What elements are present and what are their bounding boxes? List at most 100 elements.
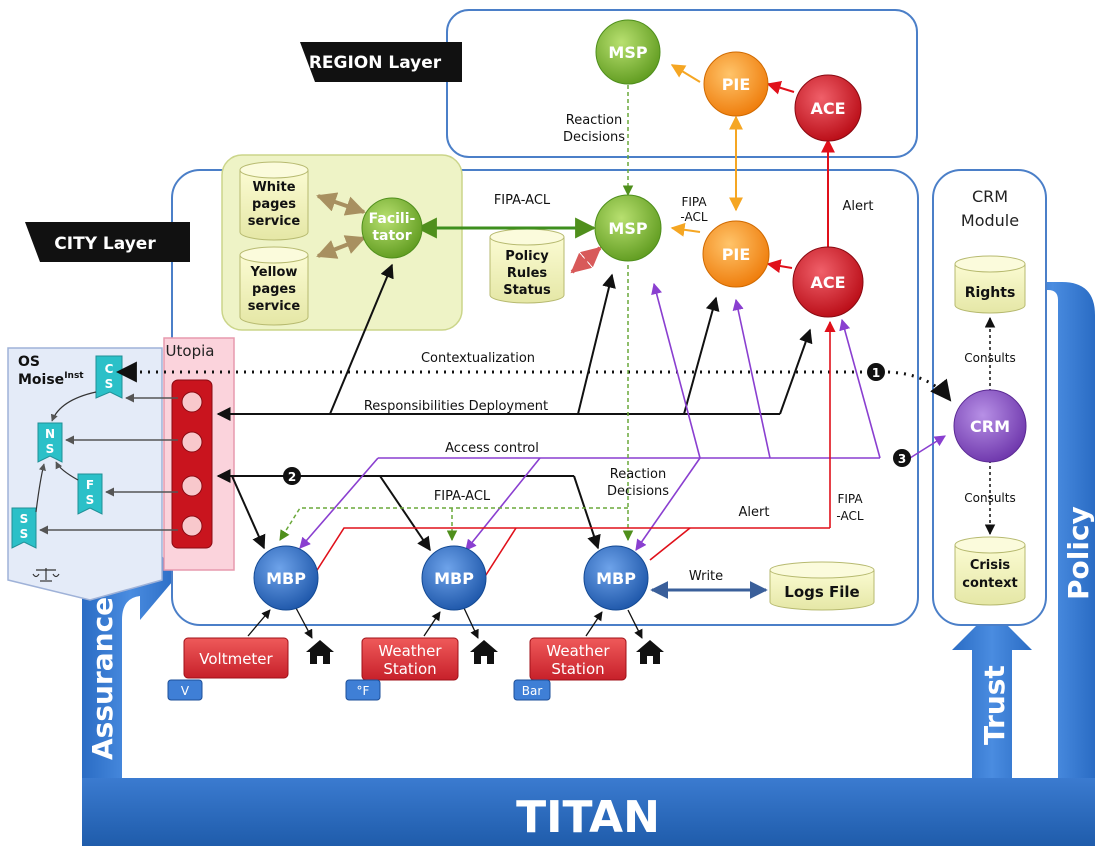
alert-label-top: Alert <box>843 199 874 214</box>
assurance-label: Assurance <box>86 597 119 760</box>
white-pages-facilitator-link <box>316 192 366 216</box>
contextualization-label: Contextualization <box>421 351 535 366</box>
marker-1: 1 <box>867 363 885 381</box>
svg-text:OS: OS <box>18 354 40 370</box>
svg-text:Rules: Rules <box>507 266 548 281</box>
unit-bar-badge: Bar <box>513 679 551 701</box>
responsibilities-deployment-lines <box>216 263 813 421</box>
svg-text:S: S <box>20 512 29 526</box>
fipa-acl-label-ace: FIPA <box>837 492 863 506</box>
mbp-node-2: MBP <box>421 545 487 611</box>
fipa-acl-label-pie: FIPA <box>681 195 707 209</box>
unit-f-badge: °F <box>345 679 381 701</box>
svg-text:MSP: MSP <box>608 219 647 238</box>
svg-text:service: service <box>248 299 301 314</box>
logs-file: Logs File <box>769 561 875 611</box>
crm-module-title-2: Module <box>961 211 1019 230</box>
svg-text:White: White <box>252 180 295 195</box>
policy-msp-link <box>570 246 602 274</box>
svg-text:N: N <box>45 427 55 441</box>
svg-text:ACE: ACE <box>810 99 845 118</box>
crm-node: CRM <box>953 389 1027 463</box>
svg-text:V: V <box>181 684 190 698</box>
access-control-label: Access control <box>445 441 539 456</box>
policy-pillar: Policy <box>1010 268 1095 778</box>
utopia-to-os-arrows <box>39 393 178 535</box>
svg-text:Yellow: Yellow <box>250 265 298 280</box>
alert-lines <box>311 320 836 579</box>
utopia-port-2 <box>181 431 203 453</box>
svg-text:ACE: ACE <box>810 273 845 292</box>
cs-tag: C S <box>95 355 123 399</box>
os-connectors <box>35 391 97 513</box>
house-icon <box>636 640 664 664</box>
svg-text:Weather: Weather <box>546 642 610 660</box>
reaction-decisions-label-bottom-2: Decisions <box>607 484 669 499</box>
crm-module-title: CRM <box>972 187 1008 206</box>
svg-text:Facili-: Facili- <box>369 211 416 227</box>
svg-text:PIE: PIE <box>722 75 751 94</box>
svg-text:Weather: Weather <box>378 642 442 660</box>
svg-text:CRM: CRM <box>970 417 1010 436</box>
svg-text:MBP: MBP <box>596 569 636 588</box>
svg-text:1: 1 <box>872 366 880 380</box>
unit-v-badge: V <box>167 679 203 701</box>
sensor-mbp-arrows <box>247 607 643 639</box>
weather-station-sensor-2: Weather Station <box>529 637 627 681</box>
marker-3: 3 <box>893 449 911 467</box>
facilitator-node: Facili- tator <box>361 197 423 259</box>
utopia-port-4 <box>181 515 203 537</box>
svg-text:Station: Station <box>383 660 436 678</box>
svg-text:3: 3 <box>898 452 906 466</box>
svg-text:MoiseInst: MoiseInst <box>18 371 84 388</box>
contextualization-to-crm <box>887 370 952 402</box>
svg-text:service: service <box>248 214 301 229</box>
yellow-pages-service: Yellow pages service <box>239 246 309 326</box>
consults-label-top: Consults <box>964 351 1015 365</box>
utopia-port-3 <box>181 475 203 497</box>
svg-text:Status: Status <box>503 283 551 298</box>
svg-text:S: S <box>46 442 55 456</box>
svg-text:F: F <box>86 478 94 492</box>
fipa-acl-label-bottom: FIPA-ACL <box>434 489 491 504</box>
svg-text:Crisis: Crisis <box>970 558 1011 573</box>
write-label: Write <box>689 569 723 584</box>
svg-text:MSP: MSP <box>608 43 647 62</box>
svg-text:MBP: MBP <box>266 569 306 588</box>
svg-text:tator: tator <box>372 228 411 244</box>
marker-2: 2 <box>283 467 301 485</box>
svg-text:Policy: Policy <box>505 249 549 264</box>
city-layer-tag: CITY Layer <box>25 222 190 262</box>
utopia-port-1 <box>181 391 203 413</box>
reaction-decisions-label-top: Reaction <box>566 113 622 128</box>
svg-text:pages: pages <box>252 282 296 297</box>
yellow-pages-facilitator-link <box>316 235 366 259</box>
mbp-node-3: MBP <box>583 545 649 611</box>
utopia-label: Utopia <box>166 342 215 360</box>
svg-text:Rights: Rights <box>965 285 1016 301</box>
svg-text:PIE: PIE <box>722 245 751 264</box>
svg-text:°F: °F <box>357 684 370 698</box>
weather-station-sensor-1: Weather Station <box>361 637 459 681</box>
ace-to-pie-region <box>766 81 795 95</box>
reaction-decisions-label-top-2: Decisions <box>563 130 625 145</box>
trust-pillar: Trust <box>952 610 1032 778</box>
policy-rules-status: Policy Rules Status <box>489 228 565 304</box>
reaction-decisions-lines <box>279 265 634 542</box>
trust-label: Trust <box>978 665 1011 745</box>
msp-city-node: MSP <box>594 194 662 262</box>
svg-text:Voltmeter: Voltmeter <box>199 650 273 668</box>
svg-text:context: context <box>962 576 1018 591</box>
region-layer-tag: REGION Layer <box>300 42 462 82</box>
house-icon <box>470 640 498 664</box>
voltmeter-sensor: Voltmeter <box>183 637 289 679</box>
utopia-bar <box>171 379 213 549</box>
mbp-node-1: MBP <box>253 545 319 611</box>
house-icon <box>306 640 334 664</box>
white-pages-service: White pages service <box>239 161 309 241</box>
scales-icon <box>32 568 60 582</box>
ns-tag: N S <box>37 422 63 463</box>
titan-base <box>82 778 1095 846</box>
pie-city-node: PIE <box>702 220 770 288</box>
